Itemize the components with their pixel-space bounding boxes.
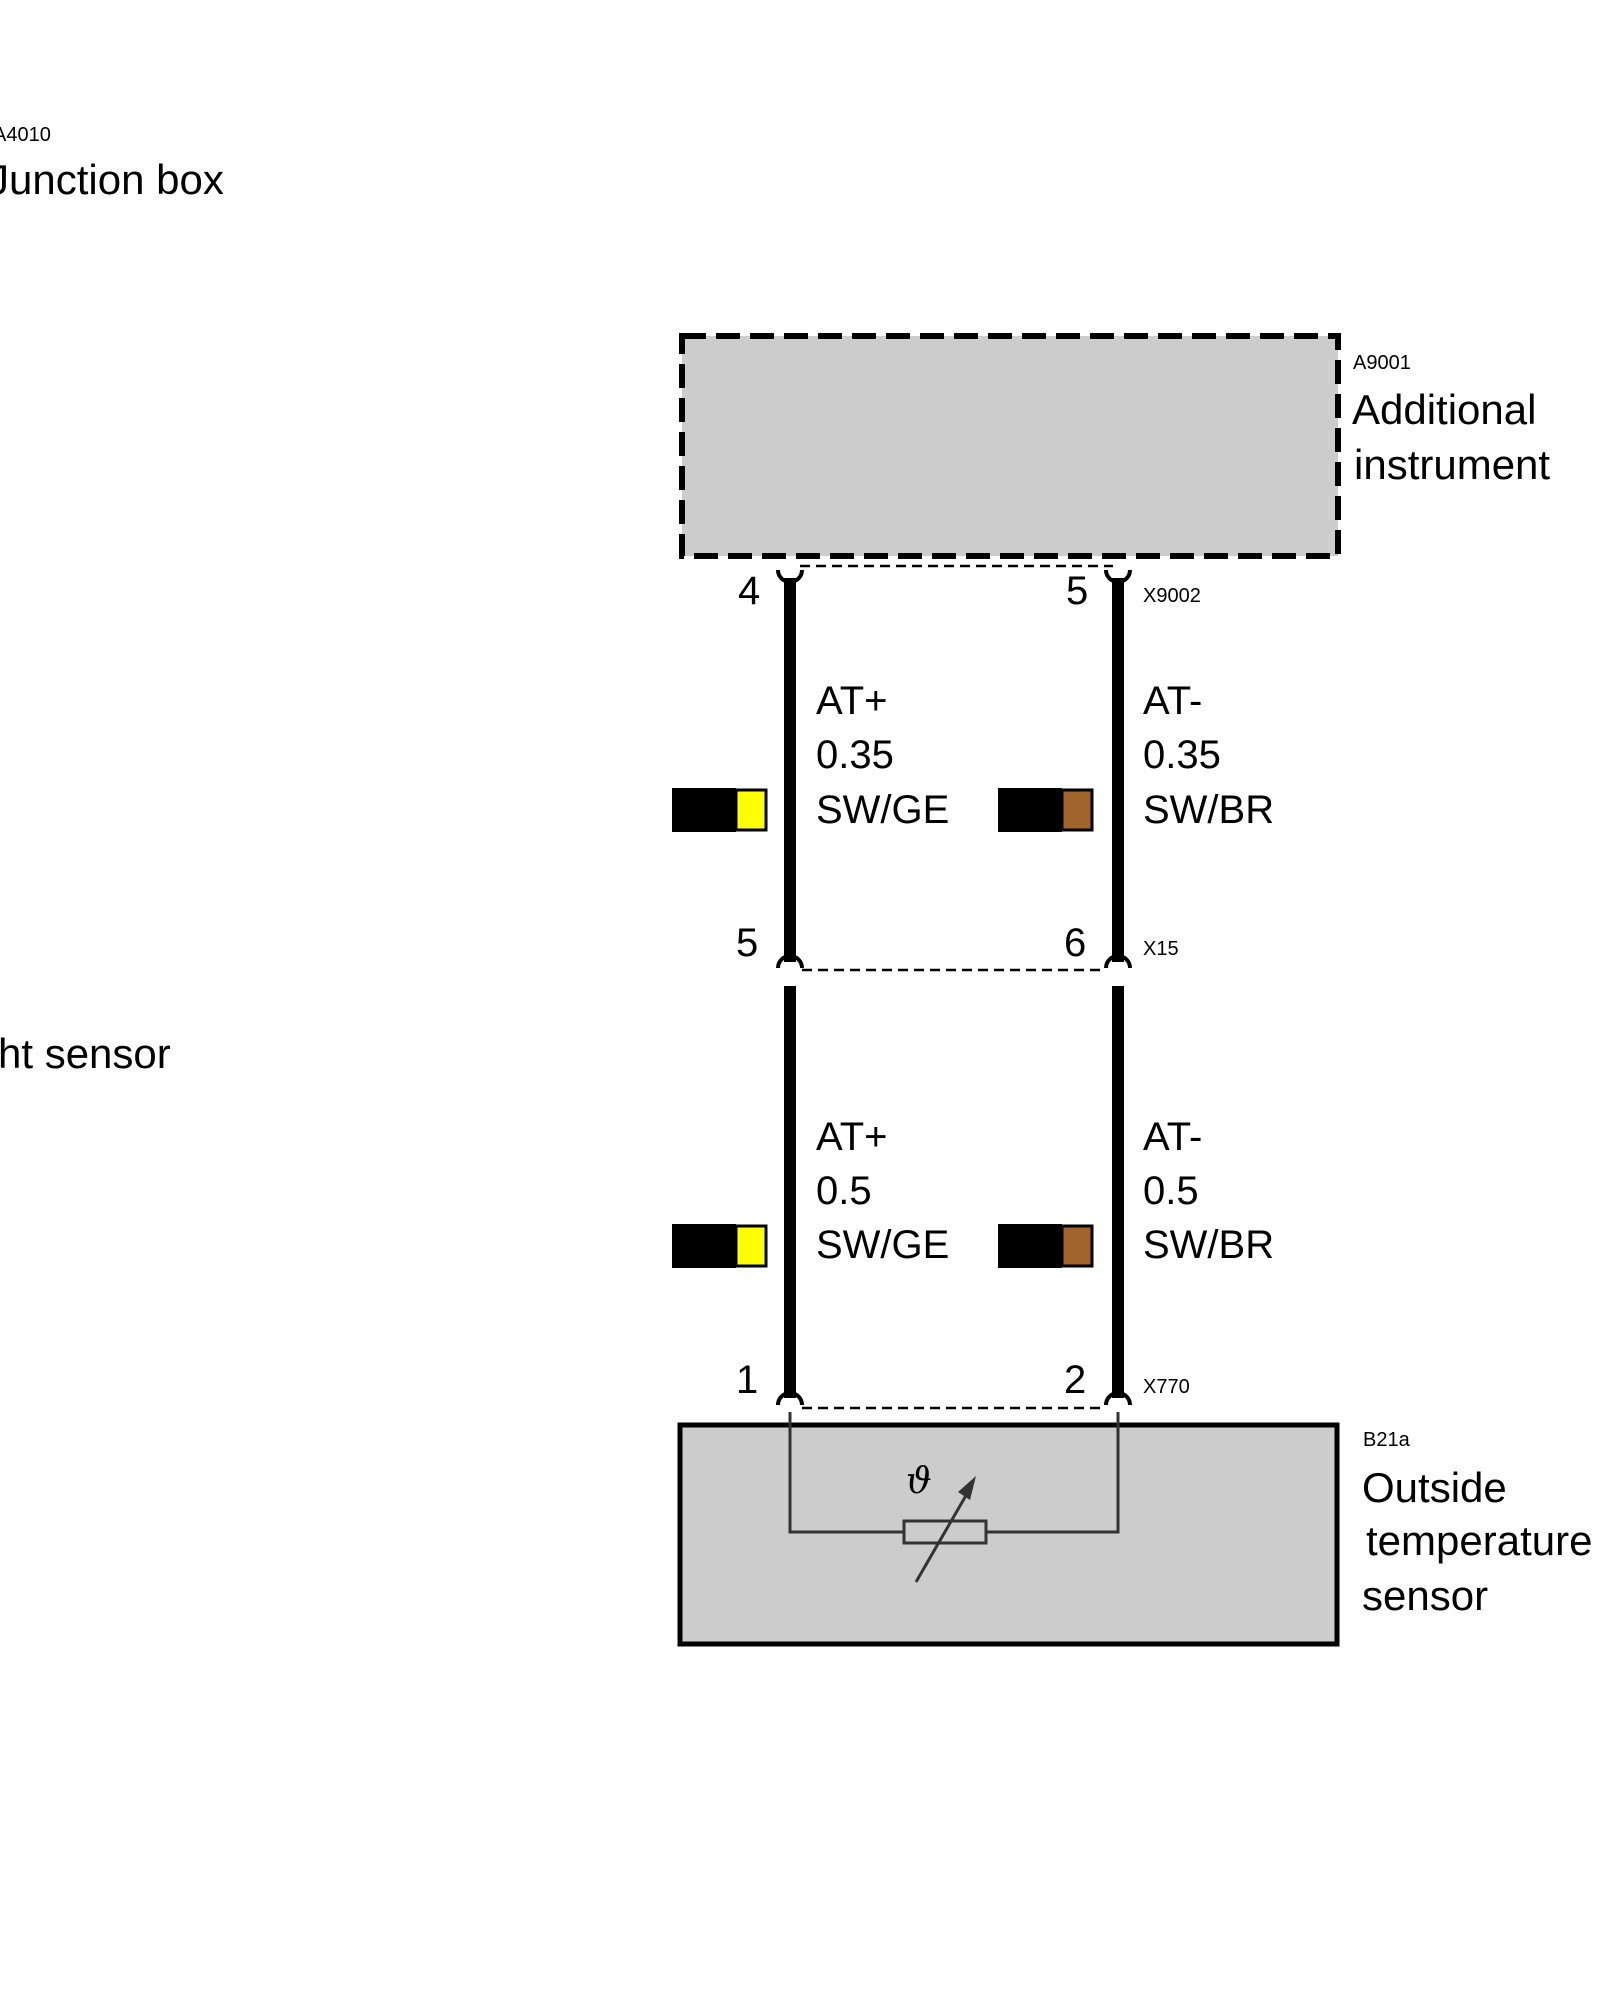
wire-lower-left-color-code: SW/GE [816, 1223, 949, 1267]
wire-color-swatch-stripe [1060, 788, 1094, 832]
connector-x9002-left-pin: 4 [738, 569, 760, 613]
side-sensor-label: ht sensor [0, 1030, 171, 1077]
additional-instrument-code: A9001 [1353, 352, 1411, 374]
wire-upper-left-gauge: 0.35 [816, 733, 894, 777]
wire-upper-left-signal: AT+ [816, 679, 888, 723]
wire-lower-left-gauge: 0.5 [816, 1169, 872, 1213]
connector-x770-right-pin-symbol [1104, 1391, 1132, 1406]
wire-upper-right-signal: AT- [1143, 679, 1202, 723]
wire-lower-left-signal: AT+ [816, 1115, 888, 1159]
junction-box-name: Junction box [0, 156, 224, 203]
wire-lower-right-gauge: 0.5 [1143, 1169, 1199, 1213]
variable-arrowhead-icon [958, 1476, 976, 1500]
wire-color-swatch-stripe [734, 1224, 768, 1268]
connector-x15-right-pin-symbol [1104, 954, 1132, 969]
wire-lower-right-signal: AT- [1143, 1115, 1202, 1159]
wire-color-swatch-base [672, 788, 736, 832]
connector-x9002-right-pin: 5 [1066, 569, 1088, 613]
connector-x770-code: X770 [1143, 1376, 1190, 1398]
outside-temperature-sensor-name-line1: Outside [1362, 1464, 1507, 1511]
wire-upper-left-color-code: SW/GE [816, 788, 949, 832]
wire-color-swatch-stripe [734, 788, 768, 832]
outside-temperature-sensor-name-line3: sensor [1362, 1572, 1488, 1619]
additional-instrument-name-line2: instrument [1354, 441, 1550, 488]
outside-temperature-sensor-box [677, 1422, 1340, 1647]
additional-instrument-box [679, 333, 1341, 559]
connector-x770-right-pin: 2 [1064, 1358, 1086, 1402]
connector-x15-code: X15 [1143, 938, 1179, 960]
wire-color-swatch-base [998, 1224, 1062, 1268]
junction-box-code: A4010 [0, 124, 51, 146]
variable-arrow-icon [914, 1491, 970, 1583]
outside-temperature-sensor-name-line2: temperature [1366, 1517, 1592, 1564]
wire-color-swatch-base [998, 788, 1062, 832]
connector-x9002-code: X9002 [1143, 585, 1201, 607]
wire-color-swatch-stripe [1060, 1224, 1094, 1268]
sensor-internal-wiring [788, 1412, 1120, 1534]
connector-x770-left-pin: 1 [736, 1358, 758, 1402]
additional-instrument-name-line1: Additional [1352, 386, 1536, 433]
connector-x15-left-pin: 5 [736, 921, 758, 965]
connector-x15-right-pin: 6 [1064, 921, 1086, 965]
wire-upper-right-gauge: 0.35 [1143, 733, 1221, 777]
wire-upper-right-color-code: SW/BR [1143, 788, 1274, 832]
outside-temperature-sensor-code: B21a [1363, 1429, 1411, 1451]
temperature-symbol: ϑ [906, 1461, 932, 1502]
connector-x15-left-pin-symbol [776, 954, 804, 969]
connector-x770-left-pin-symbol [776, 1391, 804, 1406]
wire-color-swatch-base [672, 1224, 736, 1268]
wire-lower-right-color-code: SW/BR [1143, 1223, 1274, 1267]
